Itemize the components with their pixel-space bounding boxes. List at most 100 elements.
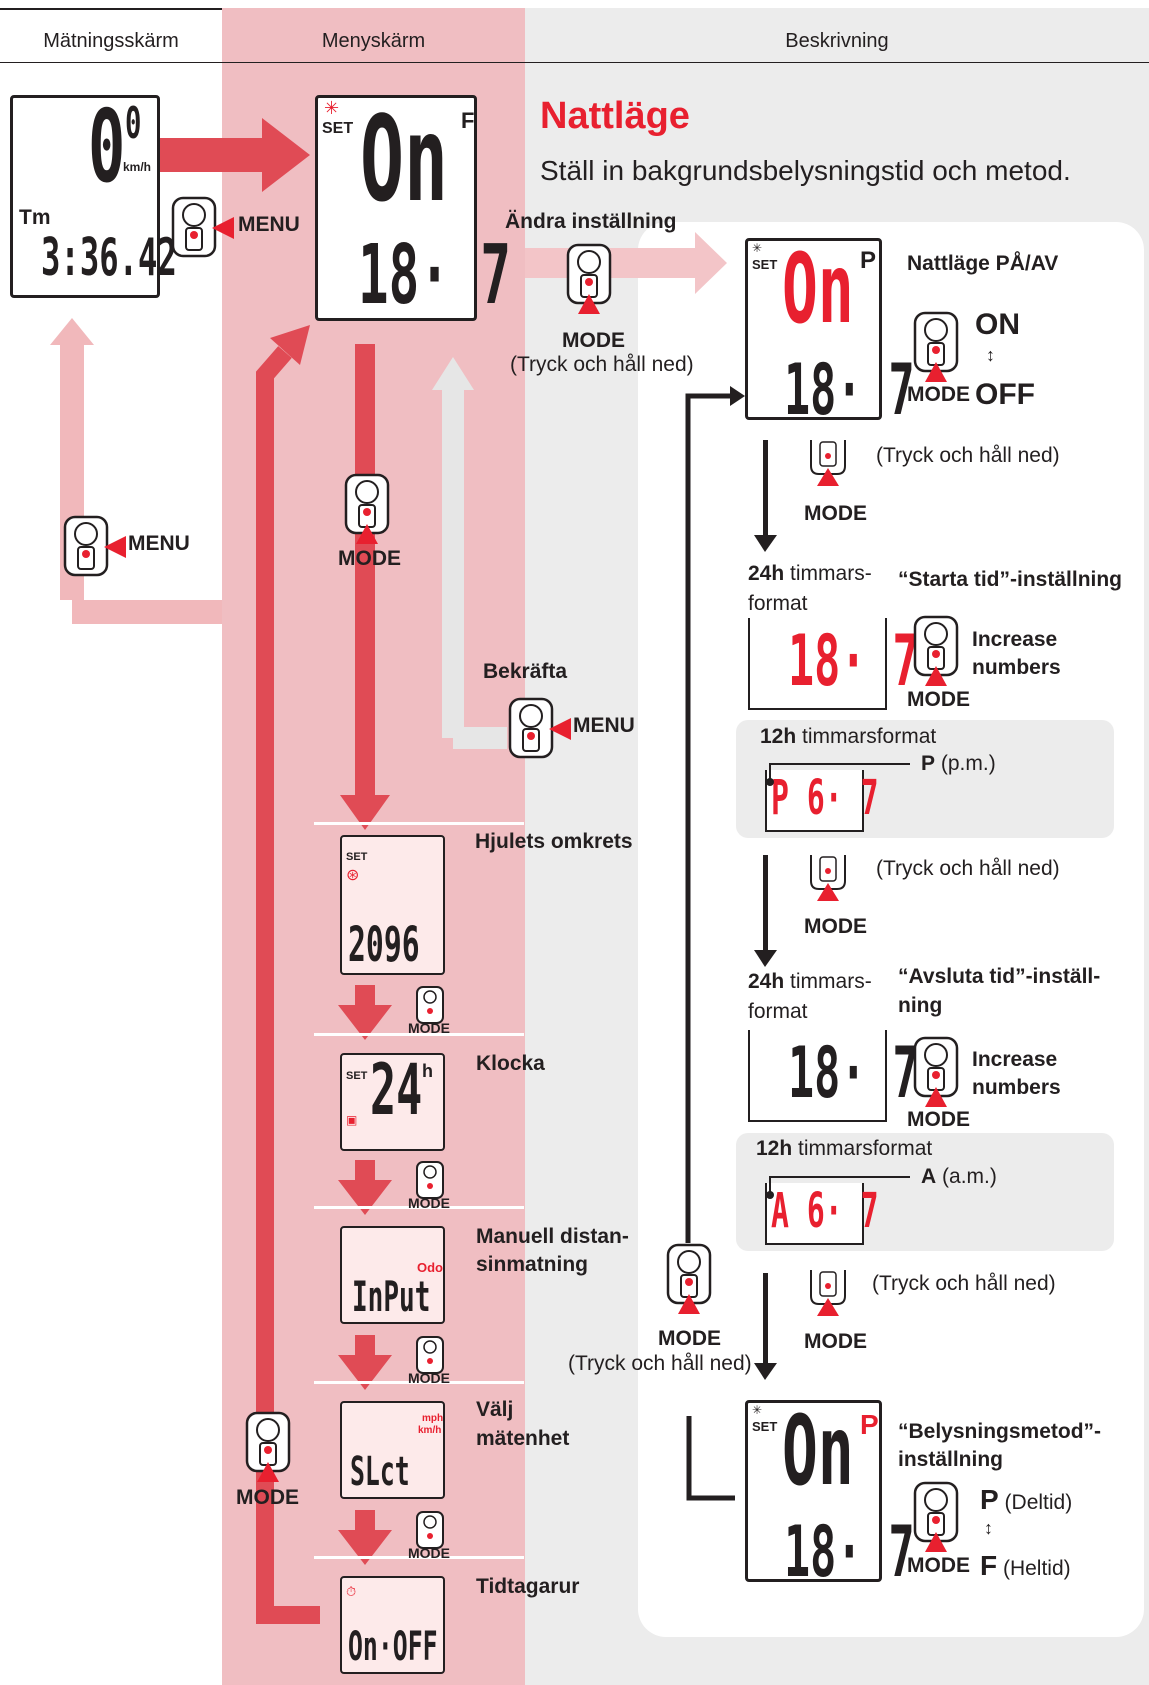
- mode-button-return[interactable]: [244, 1410, 292, 1482]
- arrow-to-description: [525, 232, 727, 294]
- measurement-screen: 0 0 km/h Tm 3:36.42: [10, 88, 177, 298]
- h12-value-end: A 6· 7: [771, 1183, 879, 1239]
- p-sup: P: [860, 247, 877, 274]
- header-rule: [0, 62, 1149, 63]
- h24-rest: timmars-: [790, 562, 872, 585]
- mode-button-hold-2[interactable]: [808, 855, 848, 901]
- sensor-unit-icon: [566, 243, 612, 305]
- start-time-digits: 18· 7: [788, 620, 919, 702]
- menu-button-confirm[interactable]: MENU: [507, 696, 635, 765]
- mode-label-menu: MODE: [338, 547, 401, 570]
- mode-label-hold: MODE: [804, 1330, 867, 1353]
- header-menu: Menyskärm: [321, 30, 426, 52]
- change-setting-label: Ändra inställning: [505, 210, 677, 233]
- menu-screen: ✳ SET On F 18· 7: [315, 90, 511, 323]
- mode-button-loop[interactable]: [665, 1242, 713, 1314]
- stopwatch-label: Tidtagarur: [476, 1575, 580, 1598]
- sensor-unit-icon: [171, 196, 217, 258]
- mph-indicator: mph: [422, 1413, 444, 1424]
- page-subtitle: Ställ in bakgrundsbelysningstid och meto…: [540, 155, 1071, 186]
- page-title: Nattläge: [540, 95, 690, 137]
- stopwatch-icon: ⏱: [346, 1584, 357, 1599]
- mode-button-start[interactable]: [912, 614, 960, 686]
- mode-button-method[interactable]: [912, 1480, 960, 1552]
- start-time-value: 18· 7: [788, 620, 919, 702]
- am-text: (a.m.): [942, 1165, 997, 1188]
- method-screen: ✳ SET On P 18· 7: [745, 1395, 915, 1593]
- f-letter: F: [980, 1550, 998, 1581]
- mode-button-end[interactable]: [912, 1035, 960, 1107]
- stopwatch-value: On·OFF: [348, 1624, 438, 1670]
- end-time-label-2: ning: [898, 994, 943, 1017]
- h12-rest: timmarsformat: [802, 725, 937, 748]
- sensor-unit-icon: [810, 1270, 846, 1305]
- h12-rest: timmarsformat: [798, 1137, 933, 1160]
- h24-label: 24h: [748, 562, 785, 585]
- method-label-2: inställning: [898, 1448, 1003, 1471]
- header-measurement: Mätningsskärm: [43, 30, 179, 52]
- h12-screen-end: A 6· 7: [765, 1183, 879, 1245]
- clock-label: Klocka: [476, 1052, 545, 1075]
- set-indicator: SET: [752, 257, 778, 272]
- menu-label: MENU: [573, 714, 635, 737]
- wheel-label: Hjulets omkrets: [475, 830, 633, 853]
- sensor-unit-icon: [666, 1243, 712, 1305]
- clock-screen: SET 24 h ▣: [340, 1049, 445, 1151]
- trip-time: 3:36.42: [41, 228, 177, 288]
- mode-label-small: MODE: [408, 1545, 450, 1561]
- h12-start: 12h timmarsformat: [760, 725, 936, 749]
- h24-start: 24h timmars-: [748, 562, 872, 586]
- unit-screen: mph km/h SLct: [340, 1401, 445, 1499]
- menu-main-value: On: [360, 90, 449, 228]
- mode-button-small-3[interactable]: [415, 1335, 445, 1380]
- press-hold-change: (Tryck och håll ned): [510, 353, 694, 376]
- a-callout-line: [766, 1176, 910, 1199]
- kmh-indicator: km/h: [418, 1425, 442, 1436]
- end-time-label-1: “Avsluta tid”-inställ-: [898, 965, 1101, 988]
- unit-value: SLct: [350, 1449, 410, 1495]
- night-mode-screen: ✳ SET On P 18· 7: [745, 233, 915, 431]
- menu-button-1[interactable]: MENU: [170, 195, 300, 264]
- wheel-icon: ⊛: [346, 867, 360, 884]
- full-option: F (Heltid): [980, 1550, 1071, 1582]
- start-time-screen: 18· 7: [748, 618, 919, 710]
- method-label-1: “Belysningsmetod”-: [898, 1420, 1102, 1443]
- mode-button-hold-1[interactable]: [808, 440, 848, 486]
- mode-button-small-2[interactable]: [415, 1160, 445, 1205]
- end-time-screen: 18· 7: [748, 1030, 919, 1122]
- mode-button-menu[interactable]: [343, 472, 391, 544]
- input-screen: Odo InPut: [340, 1226, 445, 1324]
- mode-label-change: MODE: [562, 329, 625, 352]
- menu-button-2[interactable]: MENU: [62, 514, 190, 583]
- mode-button-small-4[interactable]: [415, 1510, 445, 1555]
- full-text: (Heltid): [1002, 1557, 1071, 1580]
- mode-button-small-1[interactable]: [415, 985, 445, 1030]
- sensor-unit-icon: [416, 1336, 444, 1374]
- mode-button-change[interactable]: [565, 242, 613, 314]
- mode-button-hold-3[interactable]: [808, 1270, 848, 1316]
- mode-label-return: MODE: [236, 1486, 299, 1509]
- part-text: (Deltid): [1004, 1491, 1073, 1514]
- speed-digit: 0: [88, 88, 126, 205]
- press-hold-loop: (Tryck och håll ned): [568, 1352, 752, 1375]
- mode-button-onoff[interactable]: [912, 310, 960, 382]
- manual-label-2: sinmatning: [476, 1253, 589, 1276]
- mode-label-small: MODE: [408, 1195, 450, 1211]
- part-option: P (Deltid): [980, 1484, 1072, 1516]
- updown-arrow: ↕: [986, 345, 995, 365]
- press-hold-3: (Tryck och håll ned): [872, 1272, 1056, 1295]
- unit-label-2: mätenhet: [476, 1427, 570, 1450]
- clock-icon: ▣: [346, 1113, 358, 1127]
- set-indicator: SET: [322, 120, 354, 137]
- line2-value: 18· 7: [784, 1511, 915, 1593]
- p-letter: P: [980, 1484, 999, 1515]
- h12-label: 12h: [760, 725, 797, 748]
- on-value: On: [782, 1395, 854, 1507]
- stopwatch-screen: ⏱ On·OFF: [340, 1576, 445, 1674]
- set-indicator: SET: [752, 1419, 778, 1434]
- sensor-unit-icon: [245, 1411, 291, 1473]
- increase-1: Increase: [972, 1048, 1058, 1071]
- arrow-to-menu: [160, 118, 310, 192]
- sensor-unit-icon: [416, 1511, 444, 1549]
